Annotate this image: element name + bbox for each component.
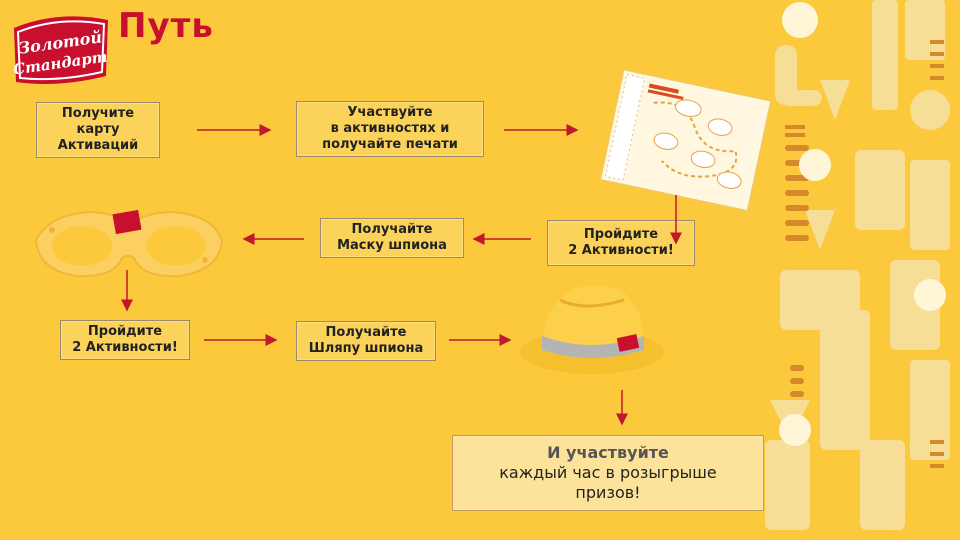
step-get-mask: Получайте Маску шпиона: [320, 218, 464, 258]
step-prize-draw-line2: каждый час в розыгрыше: [453, 463, 763, 483]
step-get-card-line1: Получите: [37, 106, 159, 122]
step-participate: Участвуйте в активностях и получайте печ…: [296, 101, 484, 157]
step-complete-activities-2-line2: 2 Активности!: [61, 340, 189, 356]
step-prize-draw-line1: И участвуйте: [453, 443, 763, 463]
step-participate-line3: получайте печати: [297, 137, 483, 153]
step-prize-draw-line3: призов!: [453, 483, 763, 503]
step-participate-line2: в активностях и: [297, 121, 483, 137]
step-get-hat-line2: Шляпу шпиона: [297, 341, 435, 357]
step-complete-activities-1-line2: 2 Активности!: [548, 243, 694, 259]
step-get-card: Получите карту Активаций: [36, 102, 160, 158]
brand-logo: Золотой Стандарт: [8, 6, 114, 90]
step-complete-activities-1-line1: Пройдите: [548, 227, 694, 243]
step-complete-activities-2-line1: Пройдите: [61, 324, 189, 340]
step-get-mask-line2: Маску шпиона: [321, 238, 463, 254]
spy-hat-image: [514, 278, 670, 384]
step-get-mask-line1: Получайте: [321, 222, 463, 238]
step-get-card-line2: карту: [37, 122, 159, 138]
step-prize-draw: И участвуйте каждый час в розыгрыше приз…: [452, 435, 764, 511]
step-participate-line1: Участвуйте: [297, 105, 483, 121]
ice-cream-decoration: [760, 0, 960, 540]
spy-mask-image: [30, 200, 226, 292]
step-complete-activities-1: Пройдите 2 Активности!: [547, 220, 695, 266]
step-complete-activities-2: Пройдите 2 Активности!: [60, 320, 190, 360]
step-get-hat: Получайте Шляпу шпиона: [296, 321, 436, 361]
page-title: Путь: [118, 6, 214, 46]
step-get-hat-line1: Получайте: [297, 325, 435, 341]
step-get-card-line3: Активаций: [37, 138, 159, 154]
activation-card-image: [596, 70, 772, 216]
